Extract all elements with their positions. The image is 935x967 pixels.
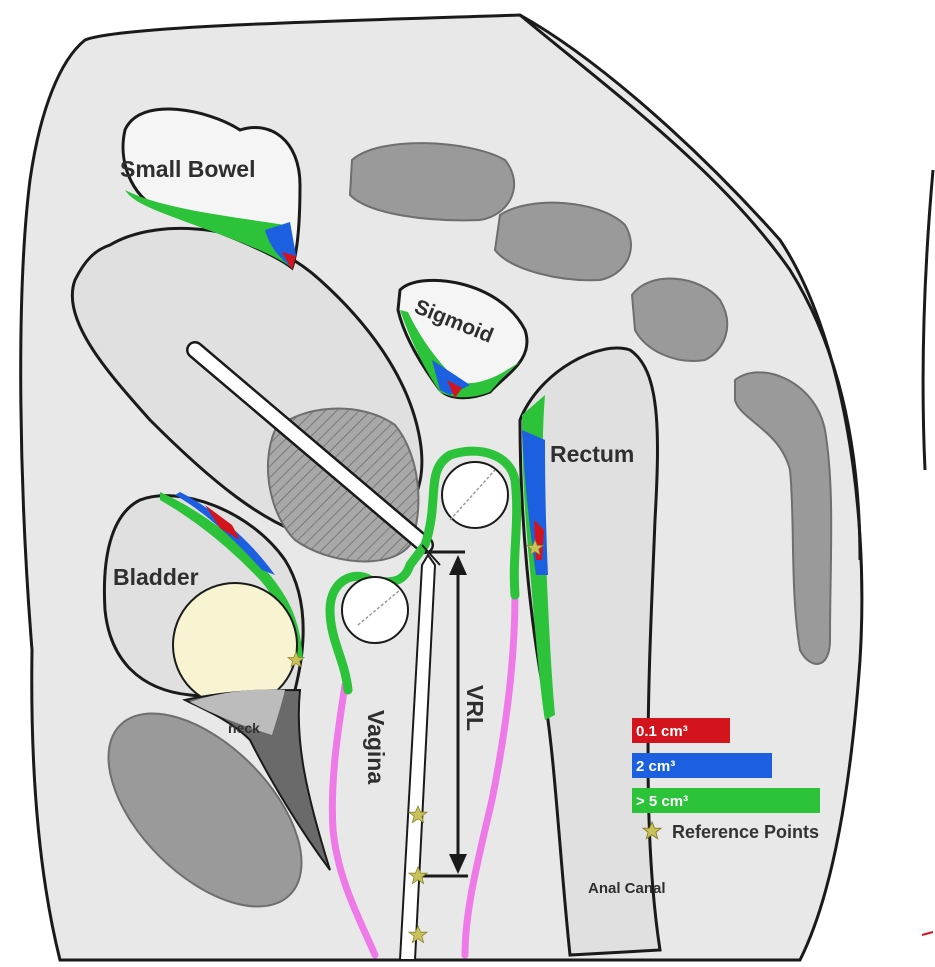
label-anal-canal: Anal Canal xyxy=(588,880,666,897)
label-rectum: Rectum xyxy=(550,441,634,467)
label-vrl: VRL xyxy=(462,685,488,731)
legend-label: 0.1 cm³ xyxy=(636,723,688,740)
label-bladder: Bladder xyxy=(113,564,199,590)
legend-label: 2 cm³ xyxy=(636,758,675,775)
next-panel-edge xyxy=(923,170,933,470)
label-small-bowel: Small Bowel xyxy=(120,156,255,182)
bladder-balloon xyxy=(173,583,297,707)
label-vagina: Vagina xyxy=(363,710,389,784)
edge-mark xyxy=(922,932,933,935)
legend-reference-points: Reference Points xyxy=(672,822,819,842)
label-neck: neck xyxy=(228,720,260,736)
legend-label: > 5 cm³ xyxy=(636,793,688,810)
